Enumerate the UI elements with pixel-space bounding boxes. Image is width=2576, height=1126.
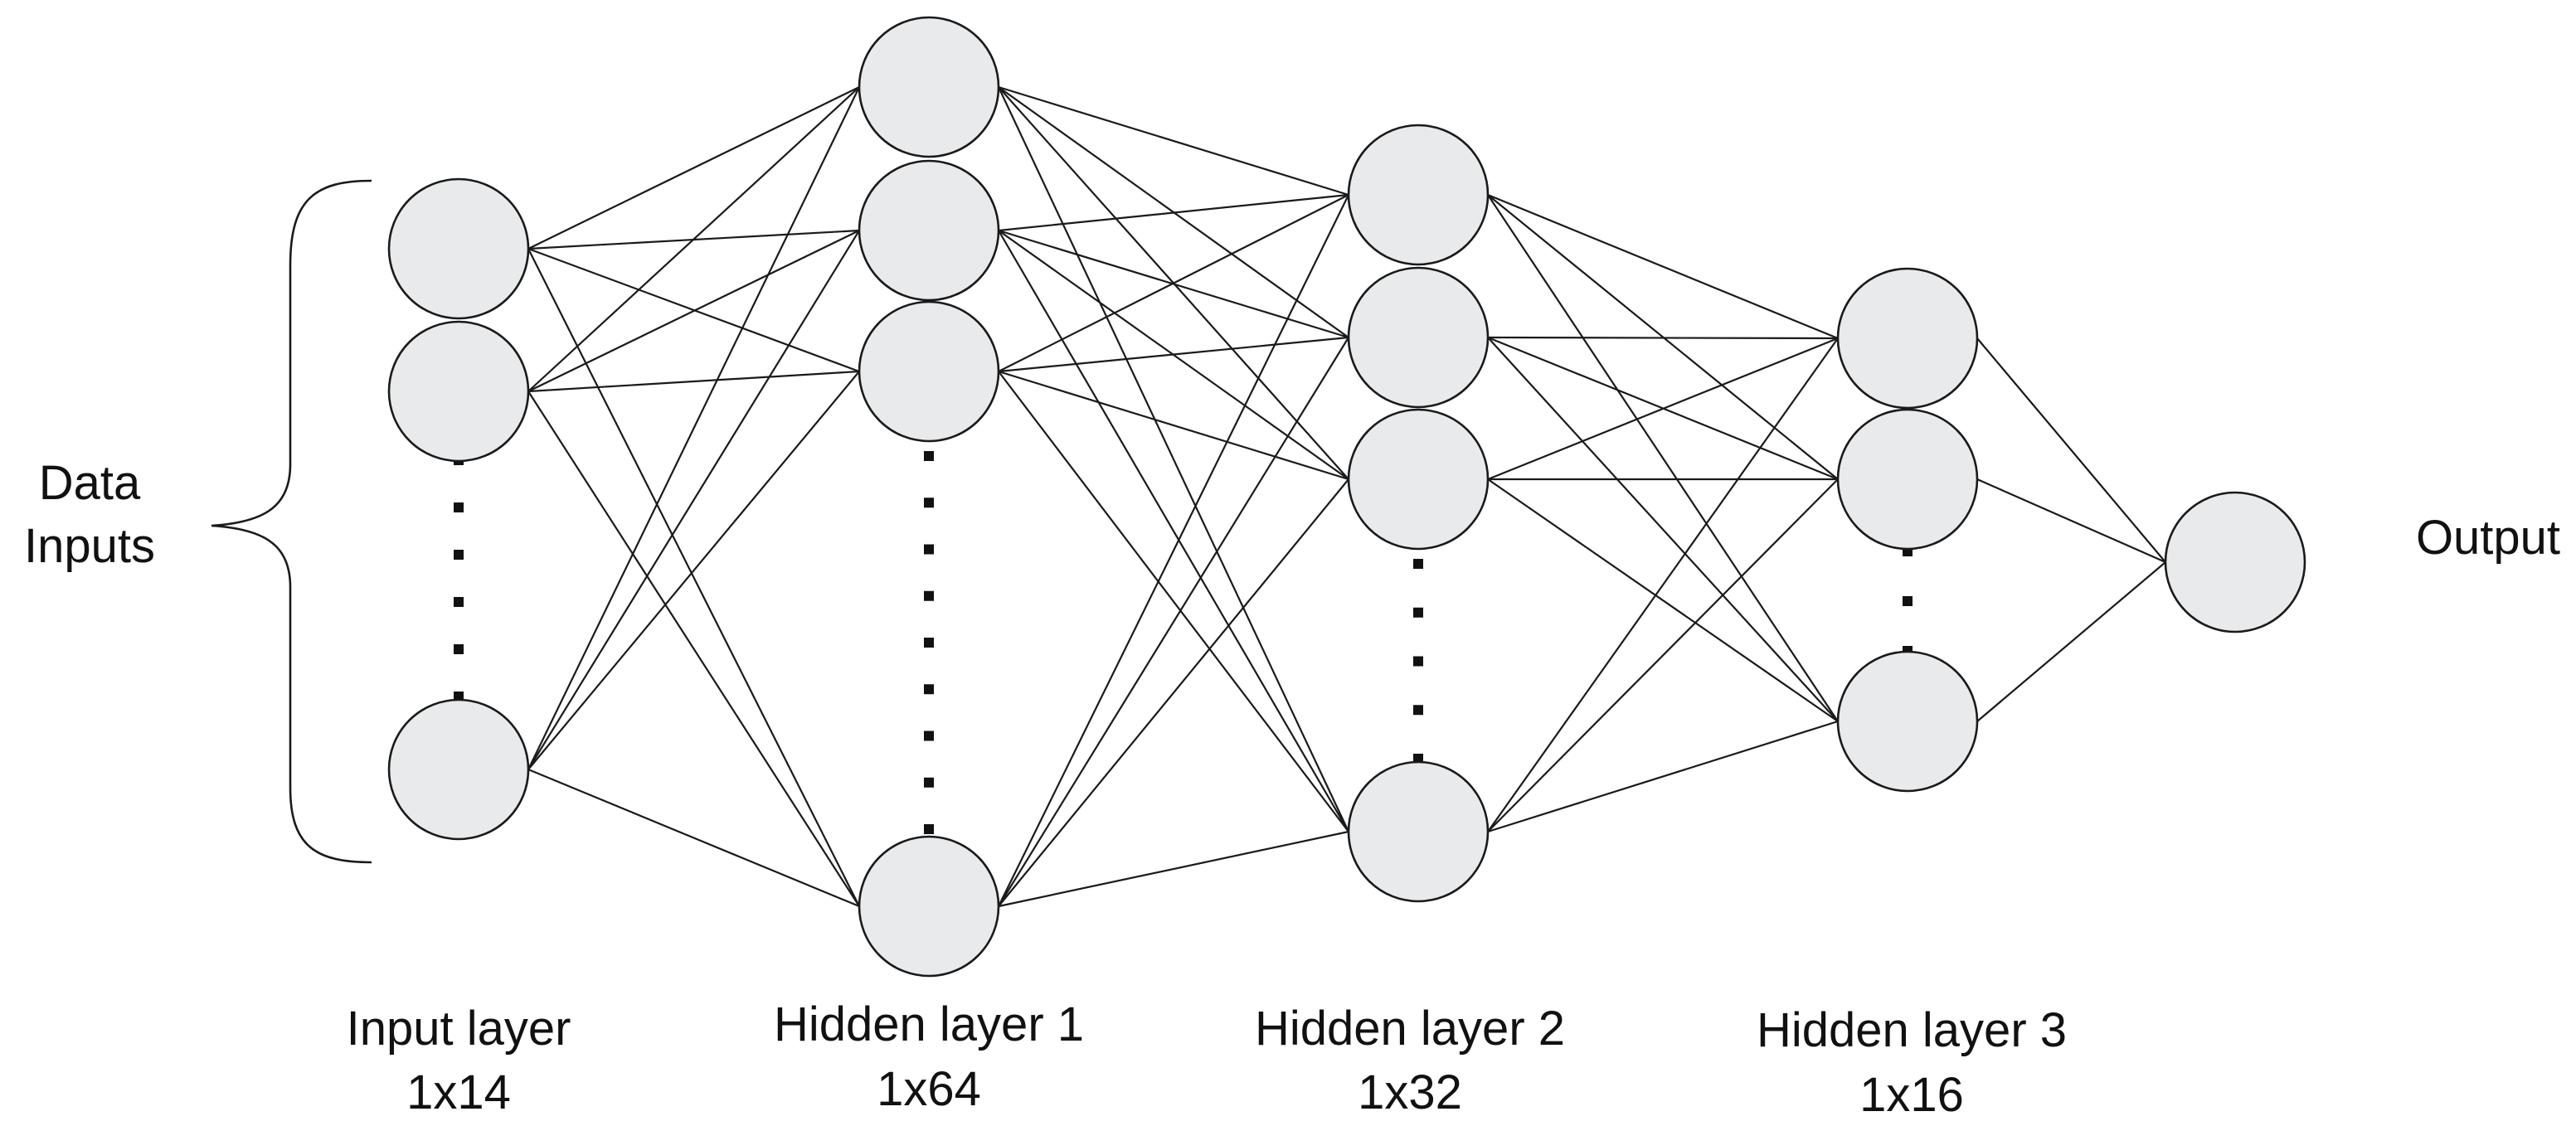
edge-input-3-to-hidden1-2 <box>527 230 860 770</box>
edge-hidden2-1-to-hidden3-1 <box>1487 193 1839 340</box>
edge-hidden2-4-to-hidden3-2 <box>1487 478 1839 832</box>
edge-hidden1-4-to-hidden2-1 <box>998 194 1349 907</box>
hidden-layer-2-size: 1x32 <box>1358 1065 1462 1119</box>
edge-hidden2-3-to-hidden3-1 <box>1487 337 1839 481</box>
ellipsis-dot <box>924 544 934 555</box>
ellipsis-dot <box>454 644 464 654</box>
hidden-layer-1-size: 1x64 <box>877 1062 981 1116</box>
hidden1-neuron-2 <box>858 159 1000 302</box>
ellipsis-dots <box>454 451 1913 834</box>
edge-hidden3-3-to-output-1 <box>1976 561 2166 722</box>
ellipsis-dot <box>924 451 934 461</box>
ellipsis-dot <box>454 550 464 560</box>
edge-hidden1-1-to-hidden2-1 <box>998 85 1349 197</box>
edge-hidden2-4-to-hidden3-1 <box>1487 337 1839 832</box>
edge-hidden2-3-to-hidden3-3 <box>1487 478 1839 722</box>
edge-hidden3-1-to-output-1 <box>1976 337 2166 563</box>
edge-hidden3-2-to-output-1 <box>1976 478 2166 564</box>
edge-hidden2-2-to-hidden3-3 <box>1487 337 1839 722</box>
hidden2-neuron-1 <box>1347 124 1490 266</box>
edge-input-3-to-hidden1-3 <box>527 371 860 770</box>
edge-input-1-to-hidden1-4 <box>527 248 860 907</box>
input-neuron-3 <box>387 698 530 841</box>
input-brace <box>211 179 372 864</box>
edge-hidden1-3-to-hidden2-3 <box>998 370 1349 481</box>
ellipsis-dot <box>924 730 934 741</box>
edge-hidden1-1-to-hidden2-4 <box>998 86 1349 832</box>
edge-input-2-to-hidden1-1 <box>527 86 860 392</box>
ellipsis-dot <box>924 824 934 834</box>
ellipsis-dot <box>924 497 934 508</box>
edge-hidden2-1-to-hidden3-3 <box>1487 194 1839 722</box>
edge-input-3-to-hidden1-1 <box>527 86 860 770</box>
input-layer-name: Input layer <box>347 1002 571 1056</box>
hidden3-neuron-1 <box>1836 267 1979 410</box>
edge-hidden1-2-to-hidden2-1 <box>998 193 1349 232</box>
hidden-layer-2-name: Hidden layer 2 <box>1255 1002 1565 1056</box>
edge-hidden1-3-to-hidden2-1 <box>998 194 1349 372</box>
hidden-layer-1-name: Hidden layer 1 <box>774 997 1084 1051</box>
data-inputs-label-line-2: Inputs <box>24 519 155 573</box>
hidden-layer-3-size: 1x16 <box>1859 1068 1964 1122</box>
data-inputs-label-line-1: Data <box>39 456 141 510</box>
hidden2-neuron-2 <box>1347 266 1490 409</box>
ellipsis-dot <box>454 597 464 607</box>
edge-hidden1-3-to-hidden2-2 <box>998 336 1349 373</box>
edge-hidden1-4-to-hidden2-3 <box>998 478 1349 907</box>
neurons <box>387 16 2306 978</box>
edge-hidden1-4-to-hidden2-4 <box>998 830 1349 908</box>
edge-hidden1-3-to-hidden2-4 <box>998 371 1349 832</box>
edge-input-2-to-hidden1-2 <box>527 230 860 392</box>
hidden2-neuron-3 <box>1347 408 1490 551</box>
ellipsis-dot <box>924 777 934 788</box>
hidden1-neuron-1 <box>858 16 1000 158</box>
edge-hidden1-4-to-hidden2-2 <box>998 337 1349 907</box>
input-neuron-2 <box>387 320 530 463</box>
ellipsis-dot <box>924 684 934 695</box>
ellipsis-dot <box>454 502 464 512</box>
edge-input-3-to-hidden1-4 <box>527 768 860 908</box>
edge-input-2-to-hidden1-4 <box>527 391 860 907</box>
hidden-layer-3-name: Hidden layer 3 <box>1757 1003 2067 1057</box>
edge-input-2-to-hidden1-3 <box>527 370 860 393</box>
hidden3-neuron-3 <box>1836 650 1979 793</box>
hidden1-neuron-4 <box>858 835 1000 978</box>
input-layer-size: 1x14 <box>406 1065 511 1119</box>
ellipsis-dot <box>924 590 934 601</box>
ellipsis-dot <box>1413 559 1423 569</box>
hidden1-neuron-3 <box>858 300 1000 443</box>
ellipsis-dot <box>1413 656 1423 667</box>
ellipsis-dot <box>1413 607 1423 618</box>
output-label: Output <box>2416 511 2560 565</box>
ellipsis-dot <box>924 638 934 648</box>
edge-hidden2-4-to-hidden3-3 <box>1487 720 1839 833</box>
connections <box>527 85 2166 908</box>
edge-hidden1-2-to-hidden2-4 <box>998 230 1349 832</box>
ellipsis-dot <box>1903 596 1913 606</box>
input-neuron-1 <box>387 177 530 320</box>
hidden3-neuron-2 <box>1836 408 1979 551</box>
ellipsis-dot <box>1413 705 1423 716</box>
edge-hidden2-2-to-hidden3-1 <box>1487 336 1839 340</box>
edge-input-1-to-hidden1-1 <box>527 86 860 250</box>
hidden2-neuron-4 <box>1347 760 1490 903</box>
output-neuron-1 <box>2164 491 2306 633</box>
